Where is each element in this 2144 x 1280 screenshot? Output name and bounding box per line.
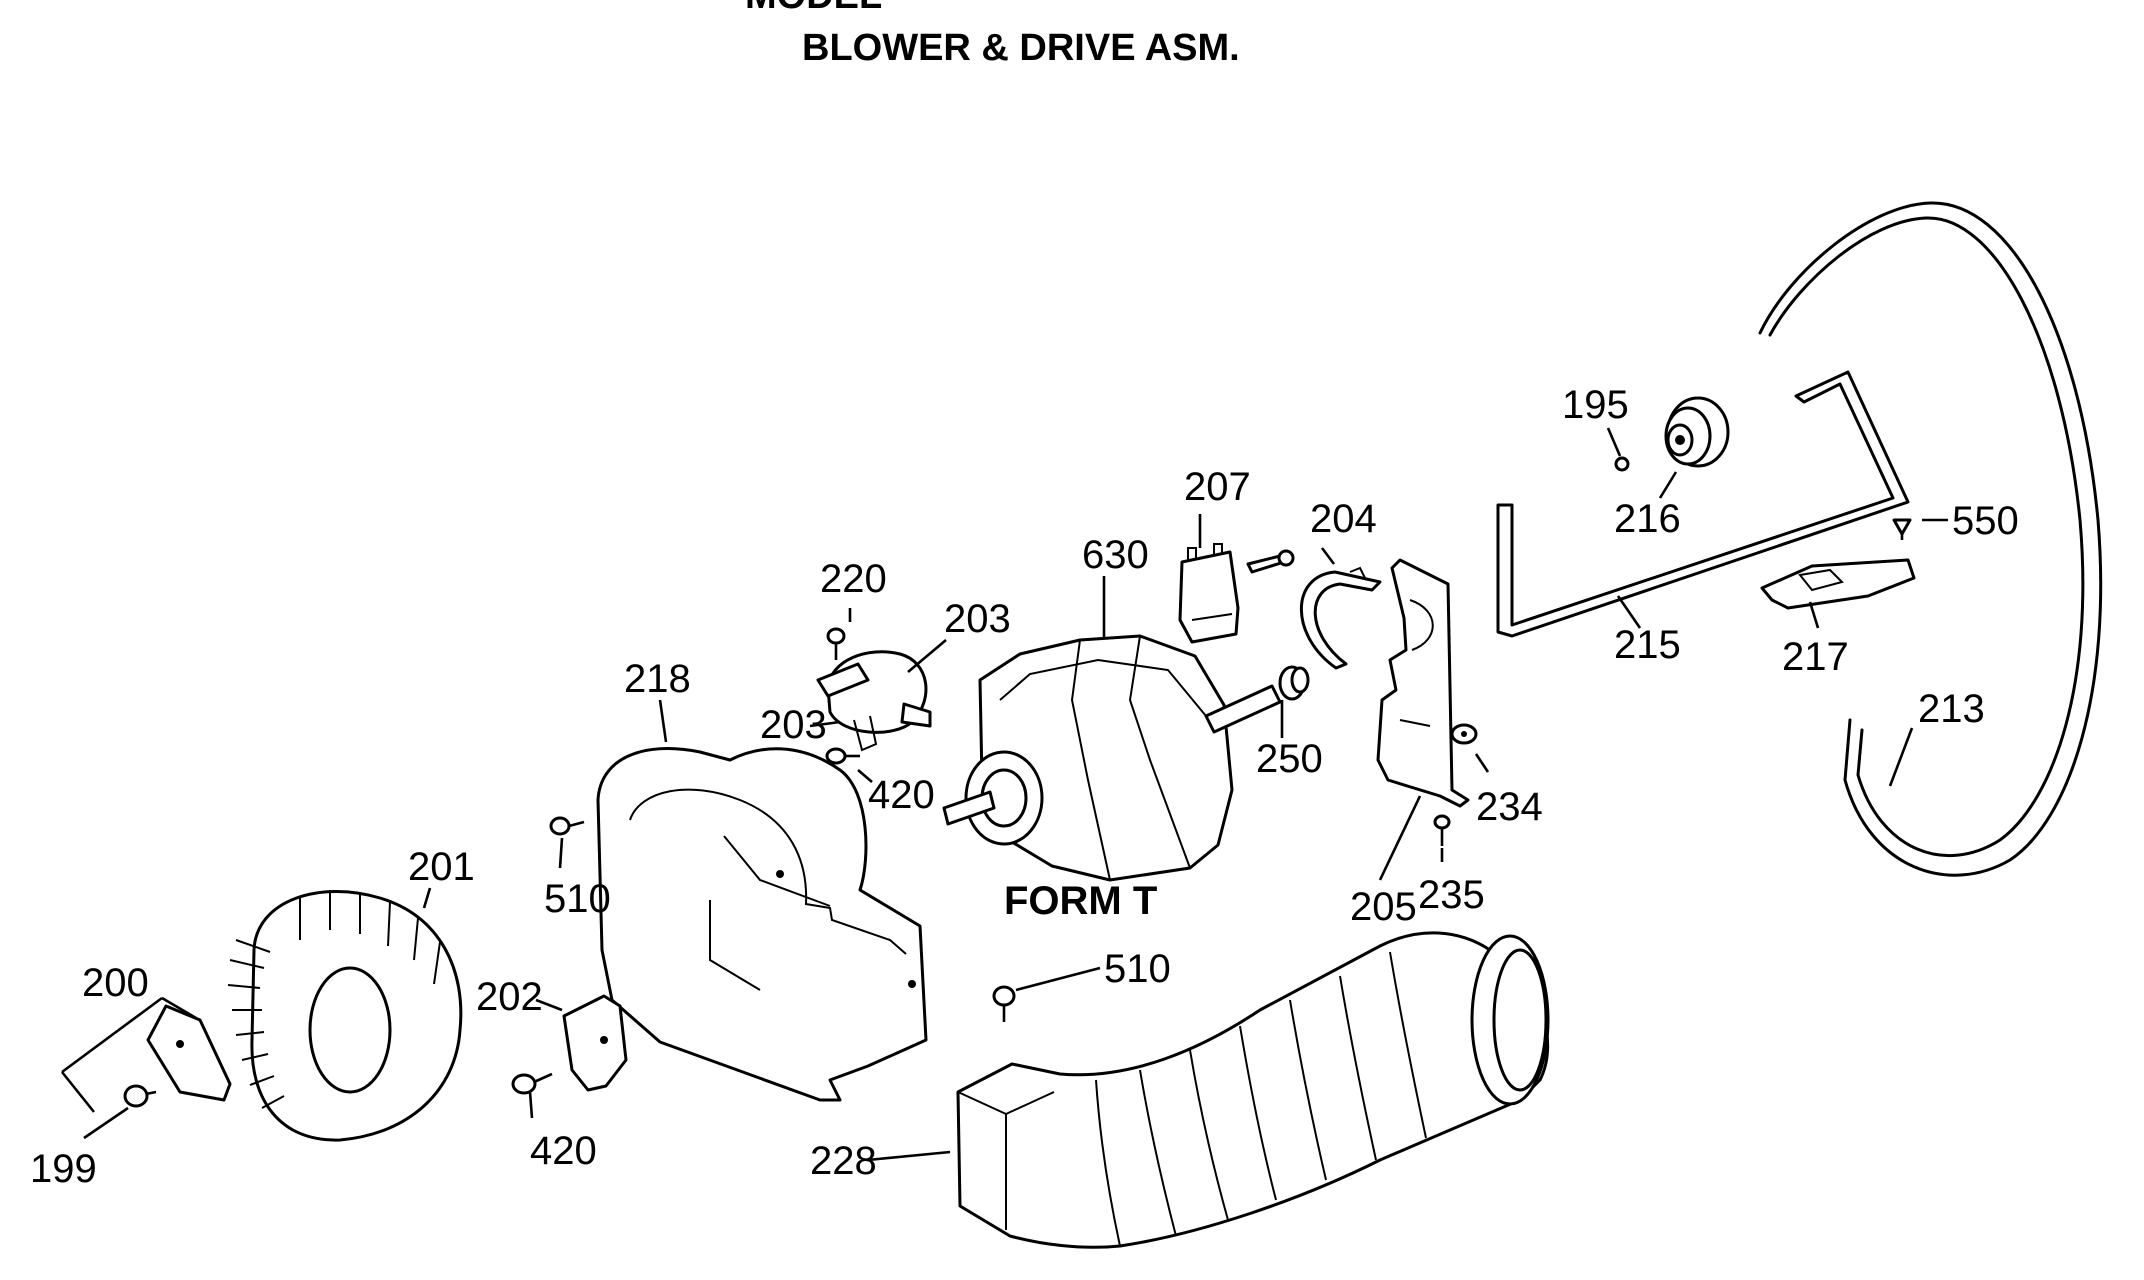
blower-housing-218	[596, 747, 928, 1102]
part-number-510-left: 510	[544, 877, 611, 921]
wheel-wedge-200	[60, 996, 232, 1113]
model-heading-partial: MODEL	[745, 0, 882, 17]
motor-630	[942, 634, 1310, 882]
part-number-220: 220	[820, 557, 887, 601]
exhaust-duct-228	[956, 931, 1550, 1249]
idler-pulley-216	[1664, 396, 1730, 468]
screw-199	[123, 1084, 157, 1108]
blower-wheel-201	[227, 890, 463, 1142]
motor-strap-204	[1300, 566, 1382, 670]
part-number-202: 202	[476, 975, 543, 1019]
part-number-203-lower: 203	[760, 703, 827, 747]
screw-220	[826, 627, 846, 660]
part-number-420-lower: 420	[530, 1129, 597, 1173]
part-number-630: 630	[1082, 533, 1149, 577]
retaining-ring-195	[1614, 456, 1630, 472]
part-number-213: 213	[1918, 687, 1985, 731]
motor-mount-205	[1376, 558, 1470, 808]
nut-234	[1450, 723, 1478, 745]
motor-clamp-203	[816, 650, 932, 752]
part-number-200: 200	[82, 961, 149, 1005]
part-number-199: 199	[30, 1147, 97, 1191]
part-number-204: 204	[1310, 497, 1377, 541]
leader-lines	[83, 427, 1948, 1162]
drum-belt-213	[1758, 201, 2103, 877]
screw-510-center	[992, 985, 1016, 1022]
part-number-510-center: 510	[1104, 947, 1171, 991]
screw-420-upper	[825, 747, 860, 765]
part-number-207: 207	[1184, 465, 1251, 509]
screw-420-lower	[511, 1072, 553, 1095]
idler-bracket-217	[1760, 558, 1916, 610]
screw-510-left	[549, 816, 585, 836]
part-number-labels: 195 199 200 201 202 203 203 204 205 207 …	[30, 383, 2019, 1191]
part-number-420-upper: 420	[868, 773, 935, 817]
diagram-title: BLOWER & DRIVE ASM.	[802, 27, 1240, 69]
bracket-202	[562, 994, 628, 1092]
part-number-195: 195	[1562, 383, 1629, 427]
part-number-218: 218	[624, 657, 691, 701]
screw-550	[1892, 518, 1912, 540]
part-number-234: 234	[1476, 785, 1543, 829]
screw-235	[1433, 814, 1451, 846]
part-number-205: 205	[1350, 885, 1417, 929]
part-number-216: 216	[1614, 497, 1681, 541]
motor-switch-207	[1178, 543, 1295, 644]
part-number-235: 235	[1418, 873, 1485, 917]
part-number-250: 250	[1256, 737, 1323, 781]
part-number-215: 215	[1614, 623, 1681, 667]
part-number-228: 228	[810, 1139, 877, 1183]
part-number-550: 550	[1952, 499, 2019, 543]
form-label: FORM T	[1004, 879, 1157, 923]
part-number-217: 217	[1782, 635, 1849, 679]
idler-arm-215	[1496, 370, 1910, 638]
part-number-203-upper: 203	[944, 597, 1011, 641]
part-number-201: 201	[408, 845, 475, 889]
